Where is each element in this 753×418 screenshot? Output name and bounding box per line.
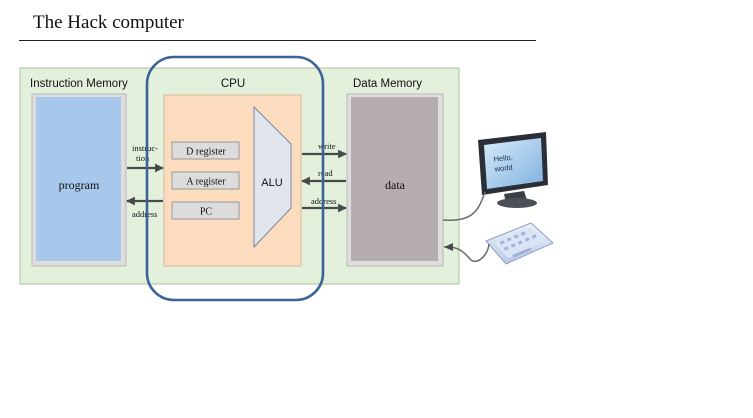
monitor-cable (442, 191, 486, 221)
d-register (171, 141, 240, 160)
screen-line2: world (493, 163, 513, 174)
keyboard-cable (443, 243, 490, 263)
pc-register (171, 201, 240, 220)
a-register-label: A register (186, 177, 226, 188)
data-block (351, 97, 438, 261)
alu-shape (253, 105, 292, 249)
program-block (36, 97, 121, 261)
d-register-label: D register (186, 147, 226, 158)
data-memory-label: Data Memory (353, 78, 422, 90)
pc-register-label: PC (200, 207, 213, 218)
write-label: write (318, 141, 336, 151)
screen-line1: Hello, (493, 153, 513, 164)
cpu-label: CPU (221, 78, 245, 90)
a-register (171, 171, 240, 190)
slide-title: The Hack computer (33, 12, 184, 33)
alu-label: ALU (261, 177, 282, 189)
screen-text: Hello, world (492, 152, 516, 173)
instruction-memory-label: Instruction Memory (30, 78, 128, 90)
title-divider (19, 40, 536, 41)
instruction-signal-label: instruc- tion (132, 143, 160, 163)
program-label: program (59, 178, 100, 192)
instruction-label-line1: instruc- (132, 143, 158, 153)
address-left-label: address (132, 209, 158, 219)
read-label: read (318, 168, 333, 178)
keyboard-icon (485, 222, 554, 265)
keyboard-input-arrowhead (444, 243, 453, 251)
instruction-label-line2: tion (136, 153, 150, 163)
monitor-icon: Hello, world (478, 132, 548, 208)
data-label: data (385, 178, 406, 192)
cpu-highlight-outline (145, 55, 325, 302)
